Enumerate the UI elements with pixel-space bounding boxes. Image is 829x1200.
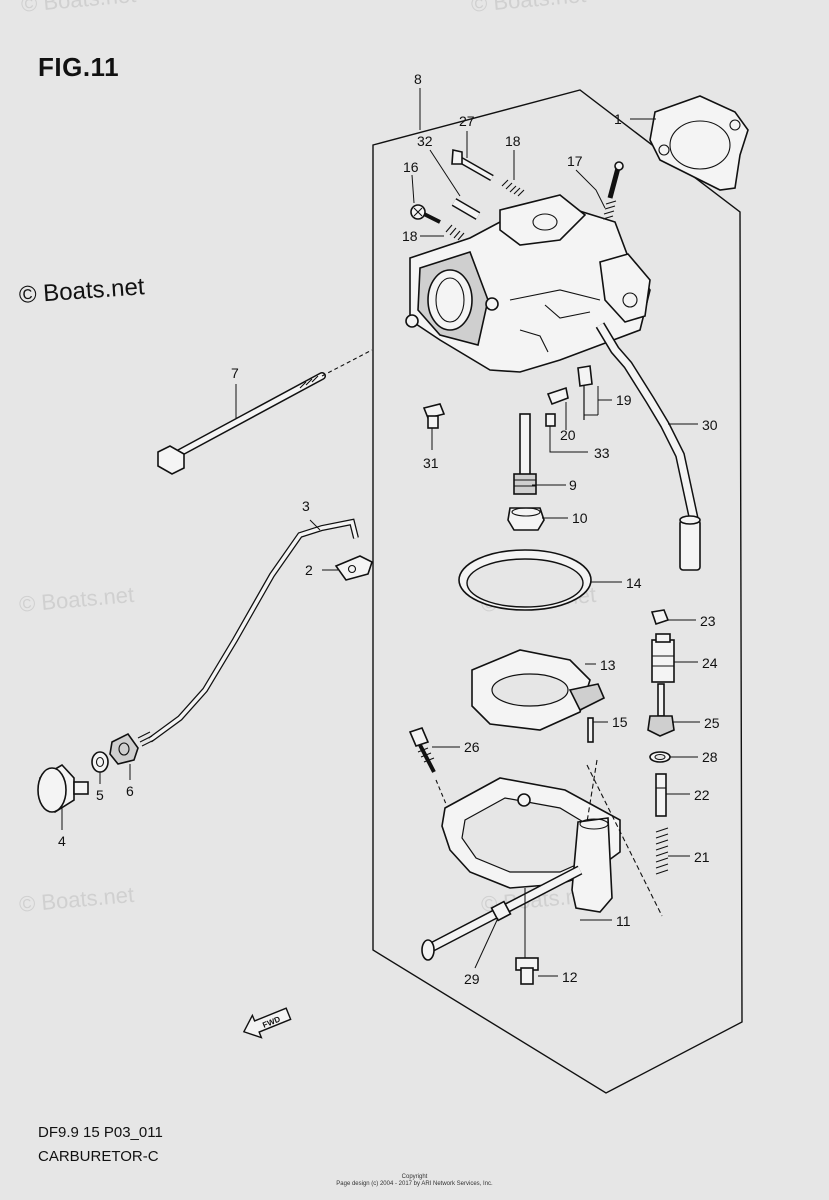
idle-screw (602, 161, 624, 220)
drain-screw (422, 403, 446, 429)
gasket (649, 95, 749, 191)
callout-21: 21 (694, 849, 710, 865)
callout-9: 9 (569, 477, 577, 493)
callout-18-top: 18 (505, 133, 521, 149)
callout-20: 20 (560, 427, 576, 443)
choke-knob (37, 763, 89, 814)
carburetor-body (405, 194, 651, 373)
spring (501, 179, 525, 197)
callout-26: 26 (464, 739, 480, 755)
clip-plate (546, 386, 569, 406)
drain-plug (515, 957, 539, 985)
copyright-line-1: Copyright (401, 1174, 428, 1180)
callout-18-lower: 18 (402, 228, 418, 244)
callout-16: 16 (403, 159, 419, 175)
callout-10: 10 (572, 510, 588, 526)
callout-24: 24 (702, 655, 718, 671)
callout-7: 7 (231, 365, 239, 381)
callout-14: 14 (626, 575, 642, 591)
grommet (109, 732, 139, 765)
callout-17: 17 (567, 153, 583, 169)
callout-30: 30 (702, 417, 718, 433)
callout-15: 15 (612, 714, 628, 730)
copyright-notice: Copyright Page design (c) 2004 - 2017 by… (0, 1174, 829, 1188)
callout-31: 31 (423, 455, 439, 471)
callout-numbers: 1 2 3 4 5 6 7 8 9 10 11 12 13 14 15 16 1… (58, 71, 720, 987)
forward-direction-arrow: FWD (242, 1007, 292, 1039)
callout-13: 13 (600, 657, 616, 673)
callout-23: 23 (700, 613, 716, 629)
callout-6: 6 (126, 783, 134, 799)
callout-28: 28 (702, 749, 718, 765)
float-bowl-screw (408, 727, 447, 805)
spring-lower (445, 224, 465, 241)
callout-2: 2 (305, 562, 313, 578)
clip (334, 555, 373, 581)
main-jet (507, 507, 545, 531)
figure-title: FIG.11 (38, 52, 120, 82)
callout-22: 22 (694, 787, 710, 803)
callout-12: 12 (562, 969, 578, 985)
float-pin (587, 717, 594, 743)
callout-33: 33 (594, 445, 610, 461)
choke-rod (137, 518, 359, 747)
cap (650, 609, 670, 626)
main-nozzle (513, 413, 537, 495)
long-screw (157, 349, 373, 475)
o-ring-small (649, 751, 671, 763)
assembly-outline (372, 89, 743, 1094)
float-bowl-o-ring (458, 549, 592, 611)
callout-25: 25 (704, 715, 720, 731)
jet-tube (655, 773, 667, 817)
pilot-screw (451, 149, 494, 182)
callout-19: 19 (616, 392, 632, 408)
small-screw (545, 413, 556, 427)
callout-29: 29 (464, 971, 480, 987)
float-bowl (441, 777, 621, 913)
callout-1: 1 (614, 111, 622, 127)
fuel-hose (595, 322, 701, 571)
washer (91, 751, 109, 773)
callout-8: 8 (414, 71, 422, 87)
callout-3: 3 (302, 498, 310, 514)
leader-lines (61, 88, 700, 977)
callout-11: 11 (616, 913, 631, 929)
throttle-stop-screw (451, 198, 481, 220)
callout-4: 4 (58, 833, 66, 849)
figure-code: DF9.9 15 P03_011 (38, 1124, 163, 1141)
screw (410, 204, 441, 224)
callout-5: 5 (96, 787, 104, 803)
pilot-jet (647, 683, 675, 737)
copyright-line-2: Page design (c) 2004 - 2017 by ARI Netwo… (336, 1181, 493, 1187)
callout-27: 27 (459, 113, 475, 129)
pilot-jet-holder (651, 633, 675, 683)
needle-valve (577, 365, 593, 420)
callout-32: 32 (417, 133, 433, 149)
choke-shaft (421, 865, 583, 961)
float (471, 649, 606, 731)
coil-spring (655, 827, 669, 875)
figure-name: CARBURETOR-C (38, 1148, 159, 1165)
